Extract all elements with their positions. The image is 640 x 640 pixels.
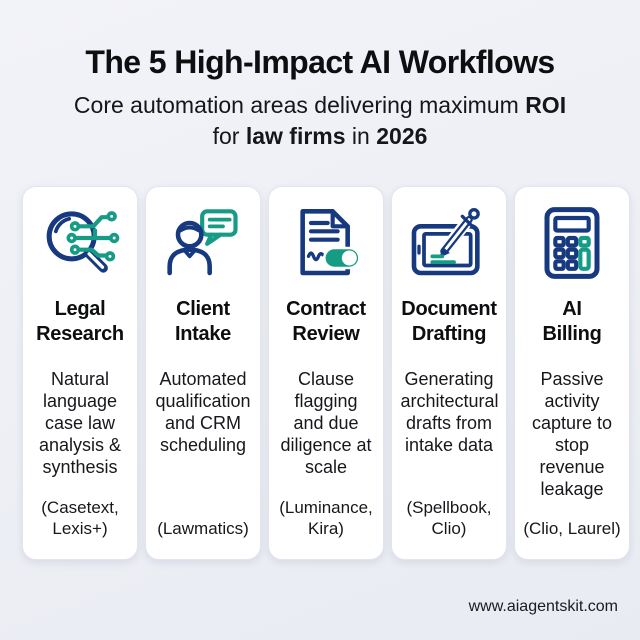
header: The 5 High-Impact AI Workflows Core auto… [0,0,640,152]
card-tools: (Casetext, Lexis+) [41,498,119,538]
website-url: www.aiagentskit.com [468,598,618,615]
card-title: AI Billing [542,298,602,345]
card-tools: (Spellbook, Clio) [406,498,492,538]
page-title: The 5 High-Impact AI Workflows [85,44,555,80]
card-description: Natural language case law analysis & syn… [38,369,122,477]
card-tools: (Clio, Laurel) [523,519,621,538]
card-description: Generating architectural drafts from int… [400,369,499,455]
card-contract-review: Contract Review Clause flagging and due … [268,186,384,560]
calculator-icon [544,207,600,279]
card-title: Contract Review [286,298,366,345]
card-ai-billing: AI Billing Passive activity capture to s… [514,186,630,560]
footer: www.aiagentskit.com [469,598,618,616]
card-legal-research: Legal Research Natural language case law… [22,186,138,560]
subtitle-line-2: for law firms in 2026 [212,123,428,149]
card-tools: (Lawmatics) [157,519,249,538]
document-toggle-icon [300,209,361,276]
subtitle-line-1: Core automation areas delivering maximum… [73,92,567,118]
card-document-drafting: Document Drafting Generating architectur… [391,186,507,560]
card-title: Document Drafting [401,298,497,345]
workflow-cards: Legal Research Natural language case law… [22,186,630,560]
card-description: Clause flagging and due diligence at sca… [280,369,372,477]
tablet-pen-icon [411,208,480,276]
page-subtitle: Core automation areas delivering maximum… [0,90,640,152]
card-description: Passive activity capture to stop revenue… [531,369,613,499]
card-client-intake: Client Intake Automated qualification an… [145,186,261,560]
card-tools: (Luminance, Kira) [279,498,373,538]
card-title: Legal Research [36,298,124,345]
magnifier-circuit-icon [46,211,120,273]
card-description: Automated qualification and CRM scheduli… [155,369,251,455]
card-title: Client Intake [174,298,231,345]
person-chat-icon [167,209,238,276]
